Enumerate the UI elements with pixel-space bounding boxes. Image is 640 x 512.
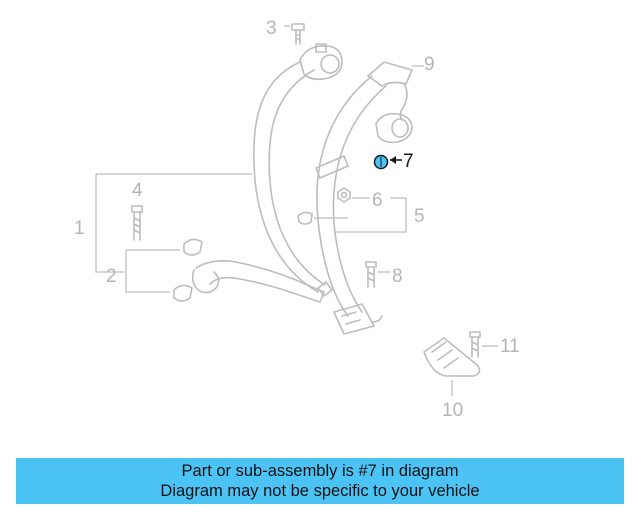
leader-1 — [95, 173, 252, 273]
upper-guide-part-9[interactable] — [367, 61, 413, 121]
callout-4[interactable]: 4 — [132, 180, 143, 201]
leader-2 — [125, 249, 180, 293]
rear-buckle-plate[interactable] — [333, 303, 383, 335]
callout-10[interactable]: 10 — [442, 400, 463, 421]
bolt-part-11[interactable] — [469, 331, 481, 358]
callout-1[interactable]: 1 — [74, 218, 85, 239]
info-banner: Part or sub-assembly is #7 in diagram Di… — [16, 458, 624, 504]
nut-part-7[interactable] — [373, 154, 389, 170]
callout-11[interactable]: 11 — [500, 336, 520, 357]
upper-retractor[interactable] — [299, 43, 343, 81]
parts-diagram: 3 1 4 2 9 — [74, 18, 520, 421]
cap-part-2-lower[interactable] — [173, 284, 193, 302]
leader-7-arrow — [390, 156, 396, 164]
callout-5[interactable]: 5 — [414, 206, 425, 227]
banner-line-disclaimer: Diagram may not be specific to your vehi… — [160, 482, 480, 500]
bracket-part-10[interactable] — [423, 337, 481, 377]
nut-part-6[interactable] — [337, 187, 351, 203]
front-seat-belt-webbing[interactable] — [253, 61, 333, 297]
callout-3[interactable]: 3 — [266, 18, 277, 39]
cap-part-5[interactable] — [297, 211, 313, 225]
bolt-part-3[interactable] — [291, 23, 305, 45]
callout-9[interactable]: 9 — [424, 54, 435, 75]
leader-5 — [314, 197, 407, 233]
lower-anchor[interactable] — [191, 260, 325, 303]
callout-7[interactable]: 7 — [403, 151, 414, 172]
callout-6[interactable]: 6 — [372, 190, 383, 211]
cap-part-2-upper[interactable] — [183, 238, 203, 256]
rear-retractor[interactable] — [375, 112, 413, 144]
callout-8[interactable]: 8 — [392, 266, 403, 287]
bolt-part-4[interactable] — [131, 205, 143, 241]
callout-2[interactable]: 2 — [106, 266, 117, 287]
bolt-part-8[interactable] — [365, 261, 377, 288]
banner-line-part: Part or sub-assembly is #7 in diagram — [181, 462, 459, 480]
